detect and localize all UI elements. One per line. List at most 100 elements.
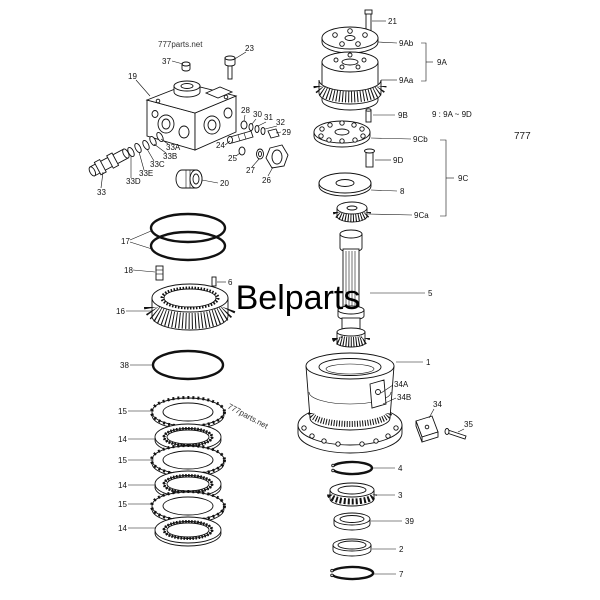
callout-14: 14 <box>118 435 127 444</box>
callout-31: 31 <box>264 113 273 122</box>
leader-34b <box>382 397 397 405</box>
callout-34: 34 <box>433 400 442 409</box>
leader-9ab <box>377 41 398 44</box>
leader-25 <box>235 152 241 157</box>
part-8-thrust-washer <box>318 172 372 197</box>
leader-35 <box>457 428 465 433</box>
part-33d-ring <box>127 146 135 158</box>
callout-32: 32 <box>276 118 285 127</box>
part-9cb-plate <box>313 120 371 148</box>
callout-16: 16 <box>116 307 125 316</box>
part-28-plug <box>240 120 248 130</box>
leader-32 <box>264 125 278 130</box>
callout-19: 19 <box>128 72 137 81</box>
callout-34a: 34A <box>394 380 409 389</box>
callout-33d: 33D <box>126 177 141 186</box>
leader-28 <box>243 114 246 122</box>
callout-33e: 33E <box>139 169 153 178</box>
callout-4: 4 <box>398 464 403 473</box>
callout-18: 18 <box>124 266 133 275</box>
leader-34a <box>380 384 394 394</box>
callout-14: 14 <box>118 481 127 490</box>
leader-37 <box>171 60 184 65</box>
part-33b-ring <box>149 135 157 147</box>
part-31-ring <box>254 125 260 133</box>
leader-33e <box>138 151 145 171</box>
leader-23 <box>232 51 247 61</box>
callout-35: 35 <box>464 420 473 429</box>
callout-9d: 9D <box>393 156 403 165</box>
part-20-bearing <box>175 169 203 189</box>
group-label-9a: 9A <box>437 58 447 67</box>
part-3-bearing <box>327 482 377 507</box>
leader-33a <box>160 138 169 145</box>
part-23-bolt <box>224 55 236 80</box>
part-9b-pin <box>365 108 372 123</box>
leader-19 <box>135 79 151 97</box>
callout-2: 2 <box>399 545 404 554</box>
brand-watermark: Belparts <box>236 279 361 317</box>
callout-20: 20 <box>220 179 229 188</box>
callout-29: 29 <box>282 128 291 137</box>
part-27-washer <box>256 148 264 160</box>
part-16-brake-piston <box>144 283 236 331</box>
callout-15: 15 <box>118 407 127 416</box>
callout-27: 27 <box>246 166 255 175</box>
leader-33b <box>153 143 167 154</box>
leader-27 <box>251 158 260 168</box>
part-26-plug <box>265 144 289 169</box>
leader-34 <box>428 408 435 419</box>
part-2-ring <box>332 538 372 557</box>
callout-8: 8 <box>400 187 405 196</box>
part-37-nut <box>181 61 191 72</box>
callout-21: 21 <box>388 17 397 26</box>
part-9ca-sun-gear <box>333 201 371 223</box>
part-1-motor-housing <box>297 352 403 454</box>
callout-7: 7 <box>399 570 404 579</box>
leader-9ca <box>367 213 413 216</box>
leader-30 <box>251 118 257 125</box>
callout-34b: 34B <box>397 393 411 402</box>
leader-18 <box>132 269 156 273</box>
callout-25: 25 <box>228 154 237 163</box>
leader-lines <box>100 20 465 575</box>
part-25-ring <box>238 146 246 156</box>
callout-24: 24 <box>216 141 225 150</box>
leader-26 <box>267 166 274 177</box>
callout-33: 33 <box>97 188 106 197</box>
callout-labels: 21 9Ab 9Aa 9A 9B 9 : 9A ~ 9D 9Cb 9D 8 9C… <box>97 17 531 579</box>
part-19-valve-block <box>145 80 238 151</box>
callout-17: 17 <box>121 237 130 246</box>
leader-17-upper <box>129 230 152 241</box>
callout-1: 1 <box>426 358 431 367</box>
part-30-ring <box>248 123 254 131</box>
callout-15: 15 <box>118 456 127 465</box>
site-watermark-top: 777parts.net <box>158 40 203 49</box>
callout-6: 6 <box>228 278 233 287</box>
leader-9cb <box>370 137 412 140</box>
callout-5: 5 <box>428 289 433 298</box>
callout-39: 39 <box>405 517 414 526</box>
bracket-9c <box>440 139 454 217</box>
callout-15: 15 <box>118 500 127 509</box>
part-15-friction-plate <box>150 396 226 430</box>
callout-9cb: 9Cb <box>413 135 428 144</box>
edge-watermark: 777 <box>514 131 531 142</box>
part-17-o-rings <box>149 212 227 262</box>
part-7-snap-ring <box>330 565 375 581</box>
callout-30: 30 <box>253 110 262 119</box>
callout-23: 23 <box>245 44 254 53</box>
callout-33c: 33C <box>150 160 165 169</box>
part-38-o-ring <box>151 349 225 381</box>
callout-33b: 33B <box>163 152 177 161</box>
part-34-block <box>415 415 439 443</box>
callout-33a: 33A <box>166 143 181 152</box>
leader-33c <box>146 148 155 162</box>
group-label-9c: 9C <box>458 174 468 183</box>
leader-29 <box>275 131 282 134</box>
leader-24 <box>224 140 231 146</box>
part-35-bolt <box>444 428 467 440</box>
part-15-friction-plate <box>150 490 226 524</box>
assembly-note: 9 : 9A ~ 9D <box>432 110 472 119</box>
callout-9aa: 9Aa <box>399 76 414 85</box>
